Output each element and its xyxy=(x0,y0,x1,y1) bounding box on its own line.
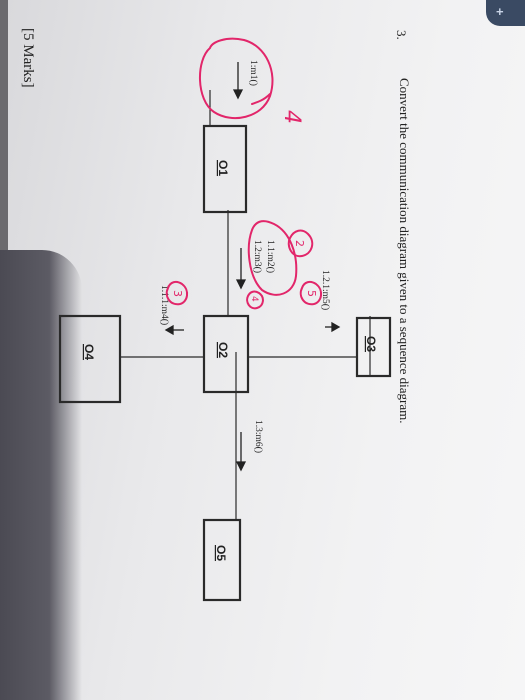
object-o1: O1 xyxy=(202,124,248,214)
mark-2: 2 xyxy=(293,240,306,247)
message-arrows xyxy=(164,62,341,472)
message-m1-label: 1:m1() xyxy=(248,60,259,86)
object-o5: O5 xyxy=(202,518,242,602)
object-o1-label: O1 xyxy=(216,160,230,176)
object-o2: O2 xyxy=(202,314,250,394)
object-o3: O3 xyxy=(355,316,392,378)
mark-4-large: 4 xyxy=(279,110,304,124)
object-o4: O4 xyxy=(58,314,122,404)
hand-shadow xyxy=(0,250,82,700)
handwritten-marks xyxy=(165,37,322,310)
link-lines xyxy=(120,90,371,520)
object-o5-label: O5 xyxy=(214,545,228,561)
corner-mark: + xyxy=(496,4,504,19)
message-m6-label: 1.3:m6() xyxy=(253,420,264,453)
object-o2-label: O2 xyxy=(216,342,230,358)
mark-4-small: 4 xyxy=(249,296,259,302)
circle-3 xyxy=(165,280,188,306)
arrow-m5 xyxy=(325,321,341,333)
message-m5-label: 1.2.1:m5() xyxy=(320,270,331,310)
object-o3-label: O3 xyxy=(364,336,378,352)
marks-label: [5 Marks] xyxy=(20,28,36,88)
mark-5: 5 xyxy=(305,290,318,297)
handwritten-digits: 4 2 5 3 4 xyxy=(171,110,318,302)
question-text: Convert the communication diagram given … xyxy=(397,78,412,423)
circle-m1 xyxy=(198,37,274,120)
circle-m2-m3 xyxy=(247,220,298,296)
corner-badge: + xyxy=(486,0,525,26)
message-m3-label: 1.2:m3() xyxy=(252,240,263,273)
circle-4-small xyxy=(246,290,264,310)
exam-paper xyxy=(8,0,525,700)
arrow-m4 xyxy=(164,324,184,336)
arrow-m6 xyxy=(235,432,247,472)
question-number: 3. xyxy=(394,30,409,40)
message-m4-label: 1.1.1:m4() xyxy=(159,285,170,325)
object-o4-label: O4 xyxy=(82,344,96,360)
message-m2-label: 1.1:m2() xyxy=(265,240,276,273)
mark-3: 3 xyxy=(171,290,184,297)
arrow-m3 xyxy=(235,248,247,290)
circle-5 xyxy=(299,280,322,306)
arrow-m1 xyxy=(232,62,244,100)
slash-mark xyxy=(251,93,271,105)
circle-2 xyxy=(287,229,314,258)
